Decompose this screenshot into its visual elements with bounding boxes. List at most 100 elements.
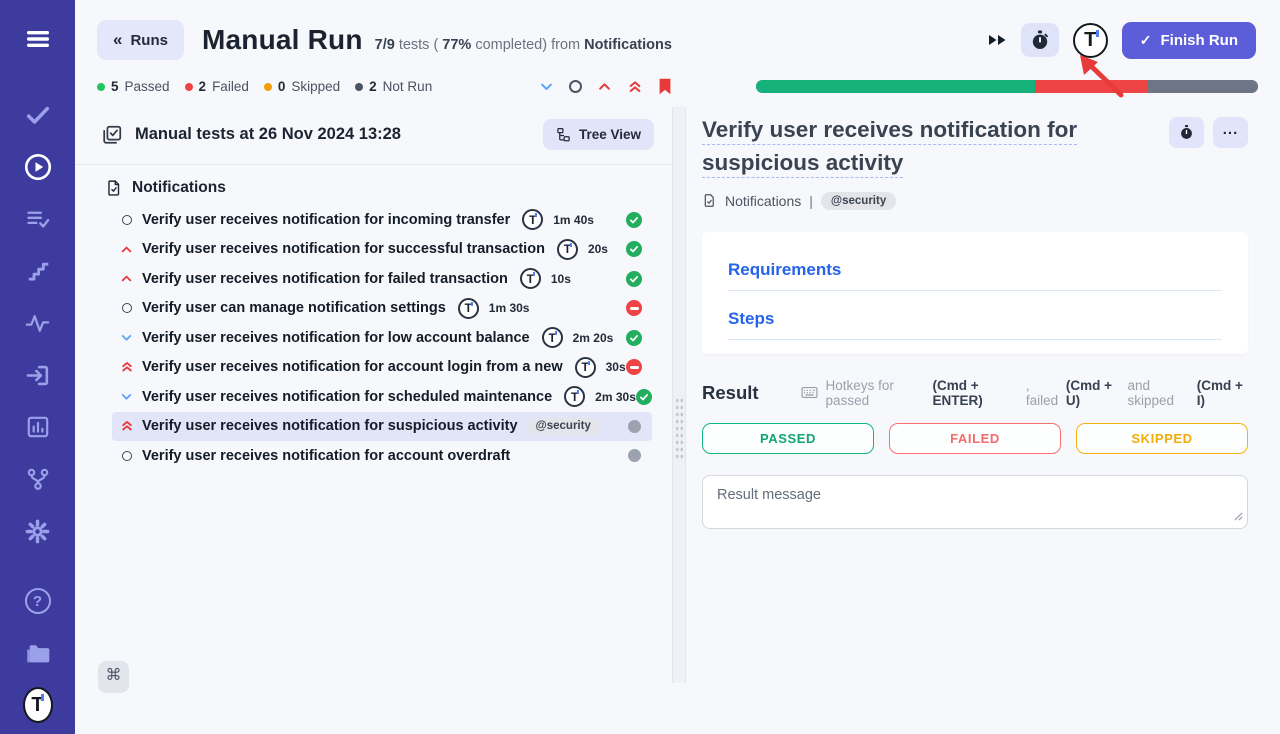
test-row[interactable]: Verify user receives notification for in… bbox=[112, 205, 652, 235]
notrun-count-chip: 2Not Run bbox=[355, 79, 432, 94]
file-icon bbox=[702, 193, 717, 208]
status-notrun-icon bbox=[628, 420, 641, 433]
test-tag: @security bbox=[527, 418, 600, 435]
skipped-button[interactable]: SKIPPED bbox=[1076, 423, 1248, 454]
ellipsis-icon: ... bbox=[1223, 121, 1239, 138]
runs-play-icon[interactable] bbox=[23, 152, 53, 182]
failed-count-chip: 2Failed bbox=[185, 79, 249, 94]
back-to-runs-button[interactable]: « Runs bbox=[97, 20, 184, 60]
test-row[interactable]: Verify user receives notification for sc… bbox=[112, 382, 652, 412]
command-hotkey-badge[interactable]: ⌘ bbox=[98, 661, 129, 693]
test-duration: 1m 40s bbox=[553, 213, 594, 227]
test-duration: 20s bbox=[588, 242, 608, 256]
skipped-count-chip: 0Skipped bbox=[264, 79, 340, 94]
header-actions: T ✓ Finish Run bbox=[988, 22, 1256, 59]
tests-ratio: 7/9 bbox=[375, 37, 395, 53]
priority-critical-filter-icon[interactable] bbox=[627, 79, 643, 95]
brand-logo-icon[interactable]: T bbox=[23, 690, 53, 720]
run-list-title: Manual tests at 26 Nov 2024 13:28 bbox=[135, 125, 401, 144]
test-row[interactable]: Verify user receives notification for ac… bbox=[112, 353, 652, 383]
more-options-button[interactable]: ... bbox=[1213, 117, 1248, 148]
menu-icon[interactable] bbox=[23, 24, 53, 54]
help-icon[interactable]: ? bbox=[23, 586, 53, 616]
test-row[interactable]: Verify user can manage notification sett… bbox=[112, 294, 652, 324]
tree-view-button[interactable]: Tree View bbox=[543, 119, 654, 150]
branches-icon[interactable] bbox=[23, 464, 53, 494]
source-suite: Notifications bbox=[584, 37, 672, 53]
test-title: Verify user receives notification for su… bbox=[142, 241, 545, 257]
status-passed-icon bbox=[636, 389, 652, 405]
failed-dot-icon bbox=[185, 83, 193, 91]
run-header: « Runs Manual Run 7/9 tests ( 77% comple… bbox=[75, 0, 1280, 60]
breadcrumb-suite[interactable]: Notifications bbox=[725, 193, 801, 209]
timer-button[interactable] bbox=[1021, 23, 1059, 57]
steps-stairs-icon[interactable] bbox=[23, 256, 53, 286]
bookmark-filter-icon[interactable] bbox=[658, 78, 672, 95]
percent-completed: 77% bbox=[442, 37, 471, 53]
test-row[interactable]: Verify user receives notification for ac… bbox=[112, 441, 652, 471]
finish-run-button[interactable]: ✓ Finish Run bbox=[1122, 22, 1256, 59]
priority-critical-icon bbox=[119, 419, 134, 433]
breadcrumb: Notifications | @security bbox=[702, 192, 1248, 210]
panel-resize-divider[interactable] bbox=[672, 107, 686, 683]
failed-button[interactable]: FAILED bbox=[889, 423, 1061, 454]
test-row[interactable]: Verify user receives notification for lo… bbox=[112, 323, 652, 353]
test-title: Verify user receives notification for ac… bbox=[142, 359, 563, 375]
test-plans-icon[interactable] bbox=[23, 204, 53, 234]
page-title: Manual Run bbox=[202, 24, 363, 56]
detail-actions: ... bbox=[1169, 117, 1248, 148]
fast-forward-icon[interactable] bbox=[988, 33, 1007, 47]
test-row[interactable]: Verify user receives notification for su… bbox=[112, 235, 652, 265]
test-list-panel: Manual tests at 26 Nov 2024 13:28 Tree V… bbox=[75, 107, 672, 683]
status-notrun-icon bbox=[628, 449, 641, 462]
test-title: Verify user receives notification for ac… bbox=[142, 448, 510, 464]
projects-folder-icon[interactable] bbox=[23, 638, 53, 668]
stopwatch-icon bbox=[1030, 30, 1050, 51]
result-message-input[interactable] bbox=[702, 475, 1248, 529]
result-heading: Result bbox=[702, 382, 759, 404]
test-title: Verify user receives notification for sc… bbox=[142, 389, 552, 405]
passed-dot-icon bbox=[97, 83, 105, 91]
status-failed-icon bbox=[626, 300, 642, 316]
test-row[interactable]: Verify user receives notification for fa… bbox=[112, 264, 652, 294]
brand-badge-icon: T bbox=[458, 298, 479, 319]
priority-filter-icons bbox=[539, 78, 672, 95]
test-row-selected[interactable]: Verify user receives notification for su… bbox=[112, 412, 652, 442]
test-title: Verify user receives notification for fa… bbox=[142, 271, 508, 287]
status-summary-row: 5Passed 2Failed 0Skipped 2Not Run bbox=[75, 78, 1280, 95]
test-duration: 2m 30s bbox=[595, 390, 636, 404]
tests-check-icon[interactable] bbox=[23, 100, 53, 130]
import-signin-icon[interactable] bbox=[23, 360, 53, 390]
tag-badge[interactable]: @security bbox=[821, 192, 896, 210]
test-title: Verify user receives notification for in… bbox=[142, 212, 510, 228]
timer-mini-button[interactable] bbox=[1169, 117, 1204, 148]
notrun-dot-icon bbox=[355, 83, 363, 91]
passed-button[interactable]: PASSED bbox=[702, 423, 874, 454]
priority-high-filter-icon[interactable] bbox=[597, 79, 612, 94]
section-requirements[interactable]: Requirements bbox=[728, 260, 1222, 291]
test-duration: 10s bbox=[551, 272, 571, 286]
test-duration: 1m 30s bbox=[489, 301, 530, 315]
priority-high-icon bbox=[119, 272, 134, 285]
status-passed-icon bbox=[626, 271, 642, 287]
progress-failed-segment bbox=[1035, 80, 1146, 93]
test-detail-title[interactable]: Verify user receives notification for su… bbox=[702, 113, 1157, 180]
settings-gear-icon[interactable] bbox=[23, 516, 53, 546]
test-title: Verify user can manage notification sett… bbox=[142, 300, 446, 316]
status-passed-icon bbox=[626, 212, 642, 228]
run-progress-bar bbox=[756, 80, 1258, 93]
suite-group-row[interactable]: Notifications bbox=[75, 165, 672, 205]
priority-low-icon bbox=[119, 390, 134, 403]
user-brand-avatar[interactable]: T bbox=[1073, 23, 1108, 58]
test-duration: 30s bbox=[606, 360, 626, 374]
priority-normal-filter-icon[interactable] bbox=[569, 80, 582, 93]
section-steps[interactable]: Steps bbox=[728, 309, 1222, 340]
pulse-activity-icon[interactable] bbox=[23, 308, 53, 338]
priority-normal-icon bbox=[119, 215, 134, 225]
priority-low-icon bbox=[119, 331, 134, 344]
back-chevron-icon: « bbox=[113, 30, 122, 50]
check-icon: ✓ bbox=[1140, 32, 1152, 49]
sections-card: Requirements Steps bbox=[702, 232, 1248, 354]
priority-low-filter-icon[interactable] bbox=[539, 79, 554, 94]
analytics-chart-icon[interactable] bbox=[23, 412, 53, 442]
